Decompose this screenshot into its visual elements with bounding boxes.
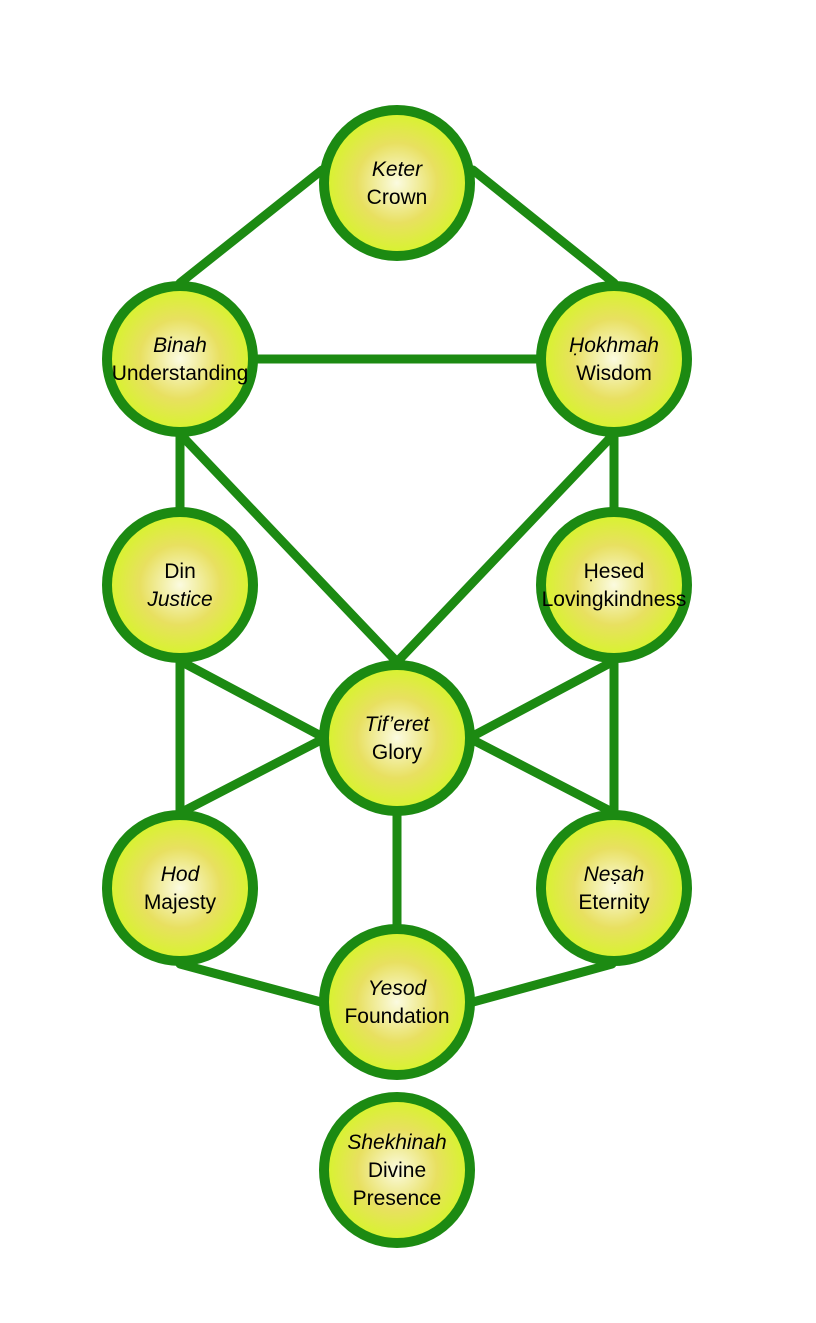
edge-binah-tiferet: [177, 431, 402, 667]
node-circle-hod: [102, 810, 258, 966]
edge-keter-binah: [175, 165, 327, 288]
node-circle-tiferet: [319, 660, 475, 816]
node-label-nesah-1: Eternity: [578, 891, 650, 914]
node-label-yesod-0: Yesod: [368, 977, 428, 1000]
node-label-hesed-1: Lovingkindness: [542, 588, 687, 611]
node-label-shekhinah-1: Divine: [368, 1159, 426, 1182]
node-circle-shekhinah: [319, 1092, 475, 1248]
edge-din-tiferet: [177, 657, 326, 741]
node-label-nesah-0: Neṣah: [584, 863, 645, 886]
edges-layer: [175, 165, 619, 1007]
node-label-tiferet-1: Glory: [372, 741, 423, 764]
node-label-tiferet-0: Tif’eret: [365, 713, 431, 736]
node-circle-binah: [102, 281, 258, 437]
node-circle-hesed: [536, 507, 692, 663]
node-label-din-1: Justice: [146, 588, 212, 611]
edge-keter-hokhmah: [468, 165, 619, 288]
node-circle-din: [102, 507, 258, 663]
node-circle-keter: [319, 105, 475, 261]
node-label-binah-1: Understanding: [112, 362, 249, 385]
node-label-yesod-1: Foundation: [344, 1005, 449, 1028]
node-label-hesed-0: Ḥesed: [584, 560, 645, 583]
node-label-hod-1: Majesty: [144, 891, 217, 914]
node-label-keter-0: Keter: [372, 158, 423, 181]
node-label-binah-0: Binah: [153, 334, 207, 357]
node-label-keter-1: Crown: [367, 186, 428, 209]
edge-hesed-tiferet: [468, 657, 617, 741]
node-label-din-0: Din: [164, 560, 196, 583]
node-circle-nesah: [536, 810, 692, 966]
node-circle-hokhmah: [536, 281, 692, 437]
edge-hokhmah-tiferet: [392, 431, 617, 667]
node-label-shekhinah-2: Presence: [353, 1187, 442, 1210]
edge-hod-yesod: [175, 959, 326, 1007]
edge-tiferet-hod: [177, 735, 326, 817]
node-label-hokhmah-1: Wisdom: [576, 362, 652, 385]
node-label-shekhinah-0: Shekhinah: [347, 1131, 446, 1154]
node-circle-yesod: [319, 924, 475, 1080]
edge-nesah-yesod: [468, 959, 617, 1007]
node-label-hokhmah-0: Ḥokhmah: [569, 334, 659, 357]
node-label-hod-0: Hod: [161, 863, 201, 886]
edge-tiferet-nesah: [468, 735, 617, 817]
